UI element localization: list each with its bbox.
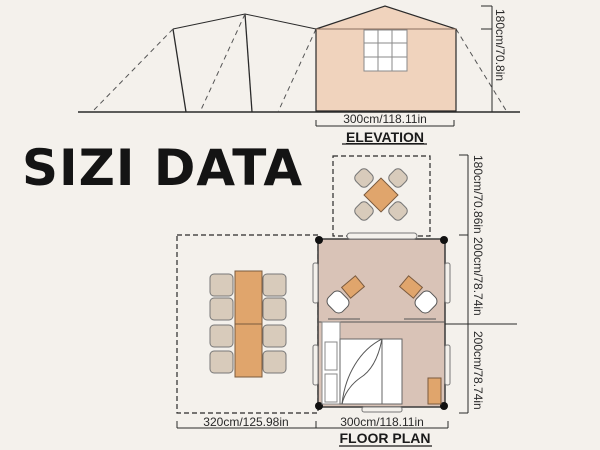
lounge-chairs — [326, 275, 438, 320]
floor-plan-heading: FLOOR PLAN — [340, 430, 431, 446]
bed — [321, 321, 403, 405]
floor-plan-view: 180cm/70.86in 200cm/78.74in 200cm/78.74i… — [176, 154, 517, 447]
right-middle-dim-label: 200cm/78.74in — [471, 237, 485, 316]
bottom-right-dim-label: 300cm/118.11in — [340, 415, 424, 429]
width-dimension — [315, 120, 455, 127]
bottom-left-dim-label: 320cm/125.98in — [203, 415, 288, 429]
right-bottom-dim-label: 200cm/78.74in — [471, 331, 485, 410]
elevation-width-label: 300cm/118.11in — [343, 112, 427, 126]
bottom-dimension — [176, 421, 449, 429]
dining-table-set — [209, 270, 287, 378]
bistro-table-set — [354, 168, 408, 221]
height-dimension — [481, 5, 493, 112]
right-dimension — [445, 154, 517, 414]
bedside-cabinet — [427, 377, 442, 405]
page-title: SIZI DATA — [22, 139, 304, 197]
right-top-dim-label: 180cm/70.86in — [471, 155, 485, 234]
side-awning-zone — [176, 234, 319, 414]
elevation-heading: ELEVATION — [346, 129, 424, 145]
window-icon — [363, 29, 408, 72]
elevation-height-label: 180cm/70.8in — [493, 9, 507, 81]
elevation-view: 180cm/70.8in 300cm/118.11in ELEVATION — [78, 5, 520, 145]
